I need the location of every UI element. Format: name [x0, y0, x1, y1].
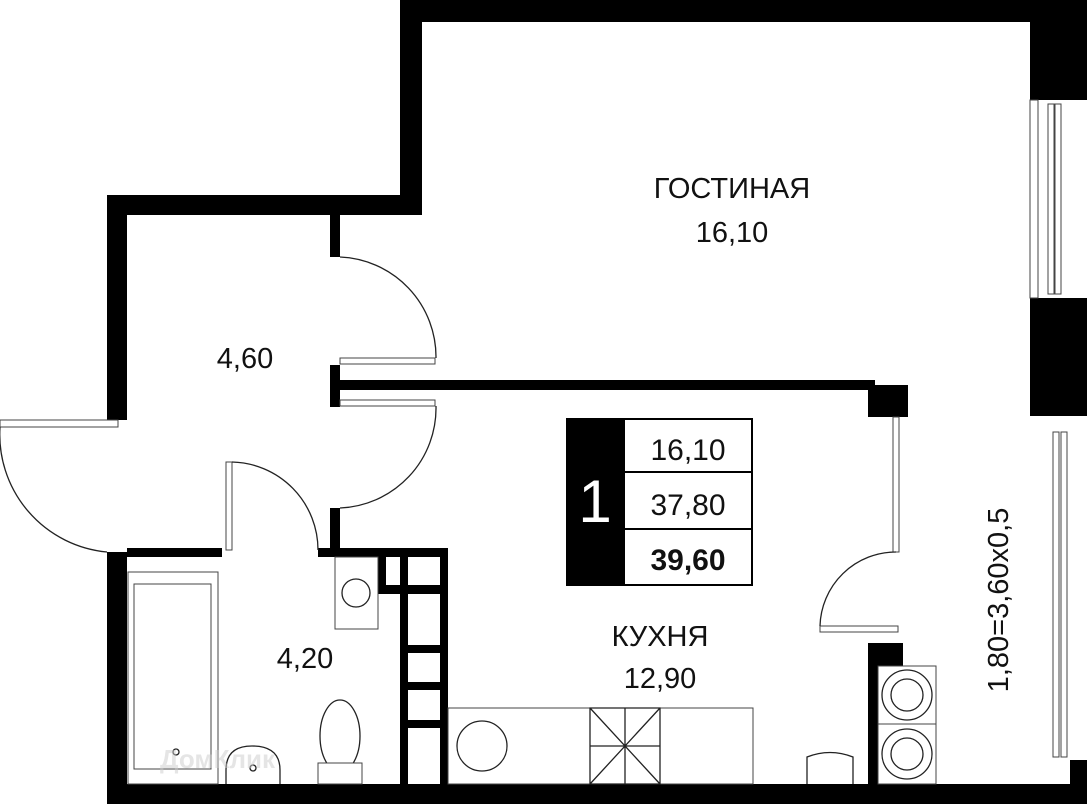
kitchen-name: КУХНЯ — [612, 621, 709, 653]
rooms-count: 1 — [578, 468, 611, 535]
walls — [107, 0, 1087, 804]
total-with-balcony-value: 39,60 — [650, 544, 725, 577]
window-living — [1029, 99, 1062, 299]
washer — [877, 665, 937, 725]
toilet — [319, 699, 361, 773]
sink — [225, 745, 281, 784]
total-area-value: 37,80 — [650, 489, 725, 522]
watermark: ДомКлик — [160, 744, 276, 774]
window-balcony — [1052, 431, 1068, 758]
area-legend: 1 16,10 37,80 39,60 — [566, 418, 753, 586]
hall-area: 4,60 — [217, 343, 273, 375]
bathroom-area: 4,20 — [277, 643, 333, 675]
living-room-name: ГОСТИНАЯ — [654, 173, 810, 205]
doors — [0, 256, 900, 633]
fixtures — [127, 556, 937, 785]
balcony-label: 1,80=3,60x0,5 — [983, 508, 1015, 693]
living-area-value: 16,10 — [650, 434, 725, 467]
living-room-area: 16,10 — [696, 217, 769, 249]
kitchen-area: 12,90 — [624, 663, 697, 695]
dryer — [877, 723, 937, 785]
